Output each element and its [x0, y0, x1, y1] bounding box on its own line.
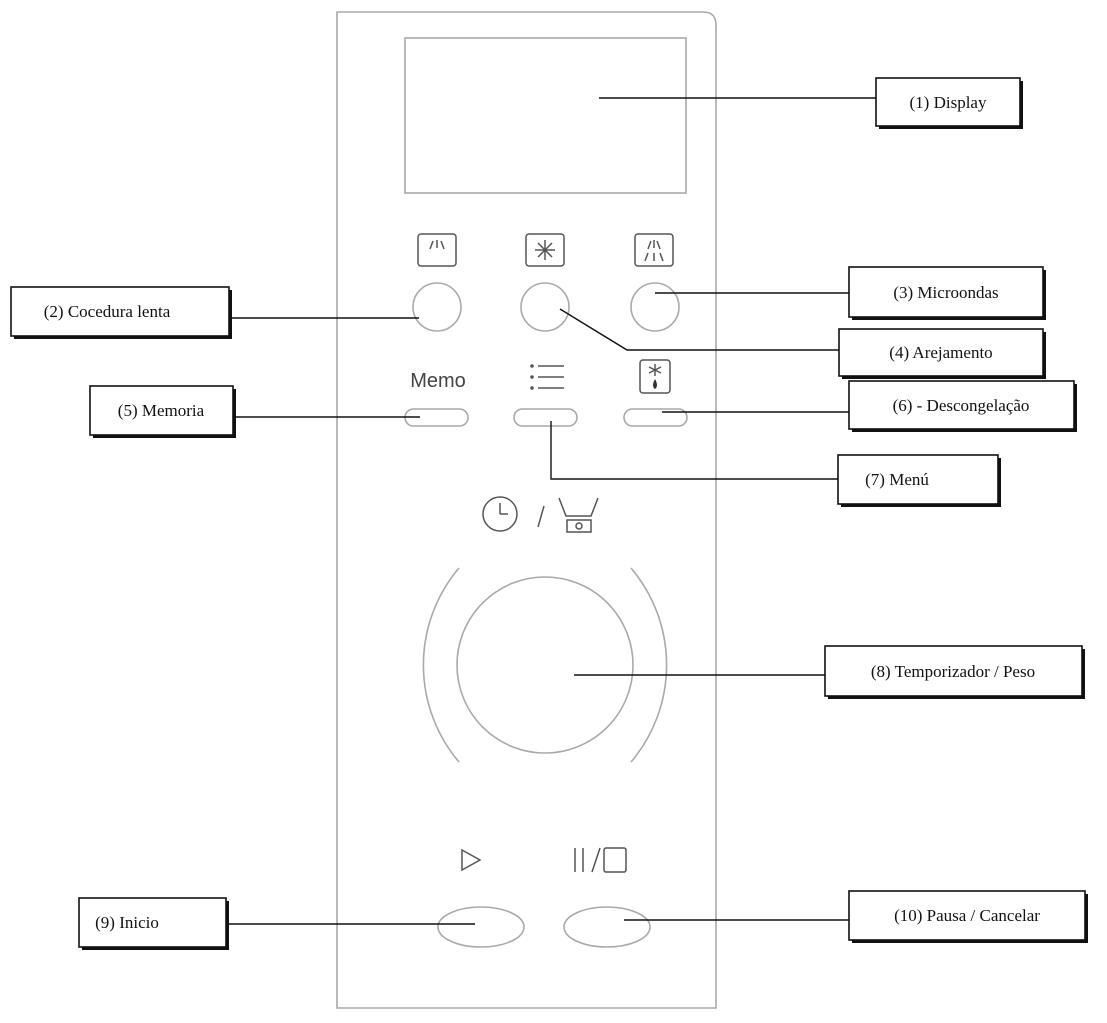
label-memory-text: (5) Memoria — [118, 401, 205, 420]
label-pause-cancel: (10) Pausa / Cancelar — [848, 890, 1088, 943]
defrost-icon — [639, 359, 671, 394]
clock-icon — [482, 496, 518, 532]
slow-cook-button[interactable] — [412, 282, 462, 332]
label-slow-cook-text: (2) Cocedura lenta — [44, 302, 171, 321]
label-defrost: (6) - Descongelação — [848, 380, 1077, 432]
label-pause-cancel-text: (10) Pausa / Cancelar — [894, 906, 1040, 925]
slow-cook-icon — [417, 233, 457, 267]
menu-list-icon — [530, 364, 564, 390]
slash-separator — [537, 505, 545, 528]
panel-outline — [336, 11, 717, 1009]
microwave-button[interactable] — [630, 282, 680, 332]
defrost-button[interactable] — [623, 408, 688, 427]
label-display: (1) Display — [875, 77, 1023, 129]
label-timer-weight-text: (8) Temporizador / Peso — [871, 662, 1035, 681]
microwave-icon — [634, 233, 674, 267]
menu-button[interactable] — [513, 408, 578, 427]
dial-arc-left — [422, 567, 460, 763]
label-microwave-text: (3) Microondas — [893, 283, 998, 302]
label-fan: (4) Arejamento — [838, 328, 1046, 379]
fan-icon — [525, 233, 565, 267]
label-slow-cook: (2) Cocedura lenta — [10, 286, 232, 339]
dial-arc-right — [630, 567, 668, 763]
memo-text: Memo — [410, 370, 466, 392]
label-menu-text: (7) Menú — [865, 470, 929, 489]
label-start-text: (9) Inicio — [95, 913, 159, 932]
label-defrost-text: (6) - Descongelação — [893, 396, 1030, 415]
label-microwave: (3) Microondas — [848, 266, 1046, 320]
label-start: (9) Inicio — [78, 897, 229, 950]
display-window — [404, 37, 687, 194]
start-button[interactable] — [437, 906, 525, 948]
pause-cancel-button[interactable] — [563, 906, 651, 948]
label-fan-text: (4) Arejamento — [889, 343, 992, 362]
leader-fan — [559, 308, 839, 351]
leader-menu — [550, 421, 838, 480]
timer-weight-dial[interactable] — [456, 576, 634, 754]
label-menu: (7) Menú — [837, 454, 1001, 507]
label-timer-weight: (8) Temporizador / Peso — [824, 645, 1085, 699]
label-memory: (5) Memoria — [89, 385, 236, 438]
label-display-text: (1) Display — [910, 93, 987, 112]
fan-button[interactable] — [520, 282, 570, 332]
scale-icon — [558, 497, 599, 533]
play-icon — [461, 848, 482, 872]
pause-stop-icon — [574, 847, 627, 873]
